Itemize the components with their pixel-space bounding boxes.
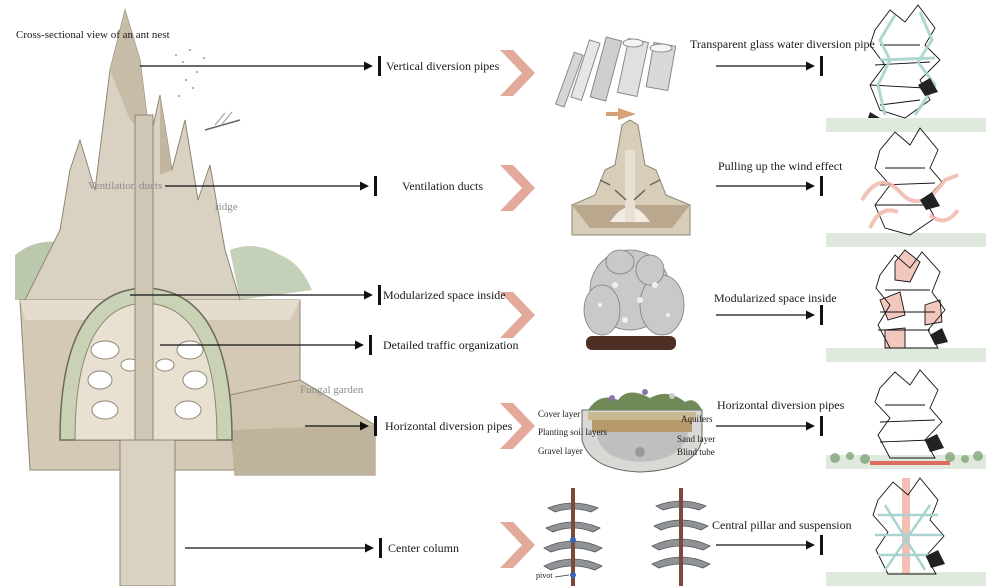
- nest-fungal-label: Fungal garden: [300, 385, 363, 396]
- nest-ridge-label: ridge: [215, 202, 238, 213]
- concept-label-center-column: Center column: [388, 542, 459, 554]
- strategy-bars: [820, 56, 823, 555]
- strategy-label-modular: Modularized space inside: [714, 292, 837, 304]
- soil-label-cover: Cover layer: [538, 410, 580, 419]
- soil-label-aquifers: Aquifers: [681, 415, 713, 424]
- small-arrow-icon: [606, 108, 636, 120]
- concept-label-ventilation: Ventilation ducts: [402, 180, 483, 192]
- concept-label-modular: Modularized space inside: [383, 289, 506, 301]
- ant-nest-illustration: [15, 10, 375, 586]
- tower-diagram-pillar: [826, 478, 986, 586]
- tower-diagram-modular: [826, 250, 986, 362]
- concept-label-traffic: Detailed traffic organization: [383, 339, 519, 351]
- soil-label-gravel: Gravel layer: [538, 447, 583, 456]
- strategy-label-glass-pipe: Transparent glass water diversion pipe: [690, 38, 875, 50]
- soil-label-planting: Planting soil layers: [538, 428, 607, 437]
- strategy-label-wind-effect: Pulling up the wind effect: [718, 160, 842, 172]
- pillar-suspension-image: [544, 488, 710, 586]
- soil-label-sand: Sand layer: [677, 435, 715, 444]
- modular-tree-image: [584, 250, 684, 350]
- glass-pipes-image: [556, 37, 676, 107]
- pillar-pivot-label: pivot: [536, 572, 552, 580]
- tower-diagram-horizontal: [826, 370, 986, 469]
- soil-label-blind-tube: Blind tube: [677, 448, 715, 457]
- chevron-arrows: [500, 50, 535, 568]
- ventilation-mound-image: [572, 120, 690, 235]
- strategy-label-central-pillar: Central pillar and suspension: [712, 519, 852, 531]
- concept-label-horizontal-pipes: Horizontal diversion pipes: [385, 420, 512, 432]
- nest-title: Cross-sectional view of an ant nest: [16, 30, 170, 41]
- nest-ventilation-label: Ventilation ducts: [88, 181, 162, 192]
- strategy-label-horizontal-pipes: Horizontal diversion pipes: [717, 399, 844, 411]
- strategy-arrows: [716, 66, 814, 545]
- concept-label-vertical-pipes: Vertical diversion pipes: [386, 60, 499, 72]
- tower-diagram-glass: [826, 5, 986, 132]
- concept-bars: [369, 56, 382, 558]
- tower-diagram-wind: [826, 128, 986, 247]
